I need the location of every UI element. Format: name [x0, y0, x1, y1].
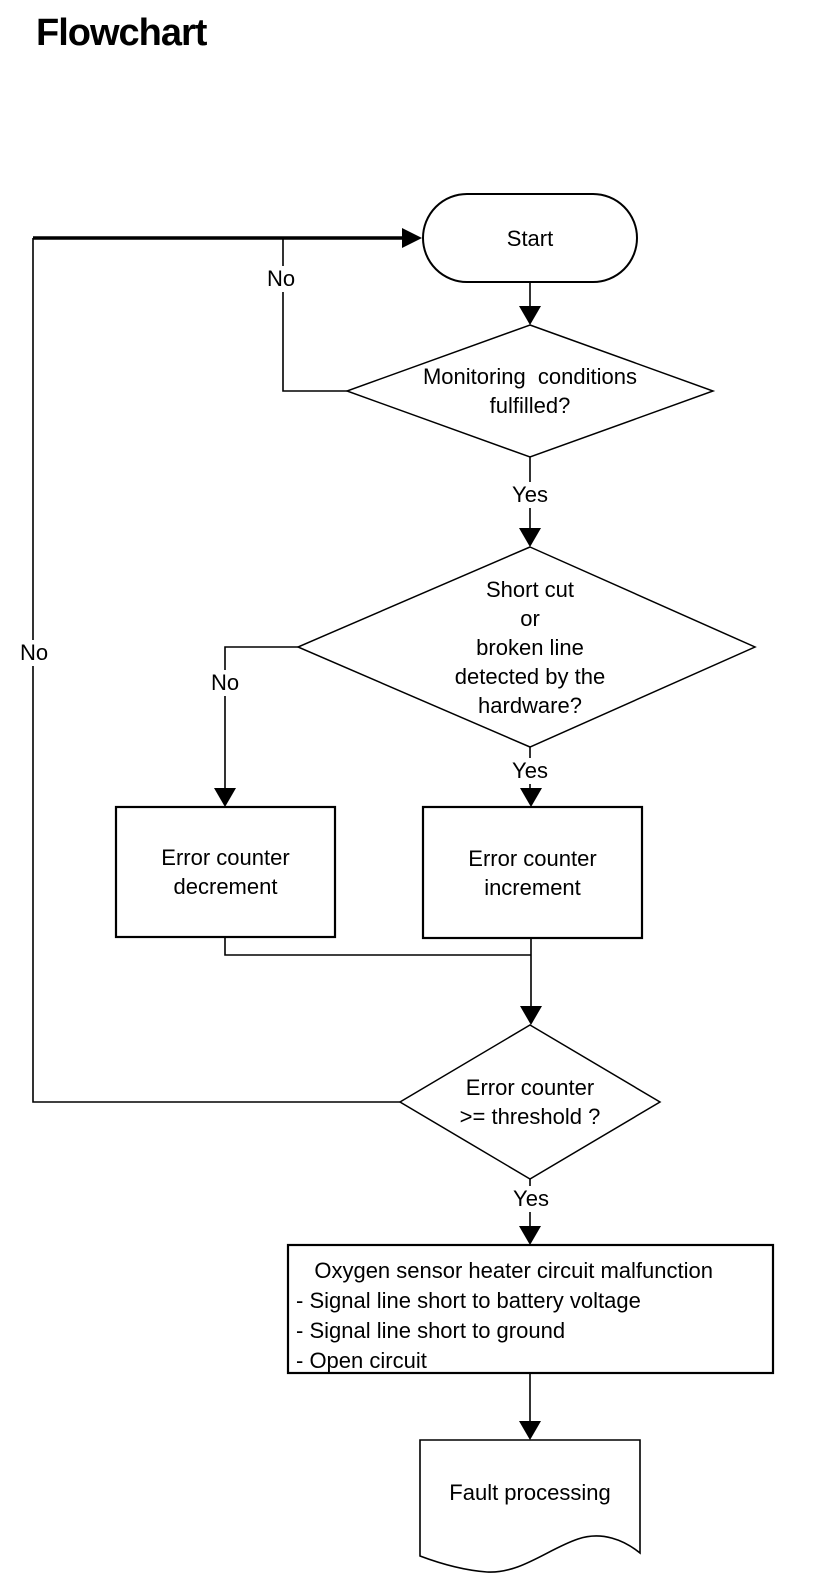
threshold-no-label: No	[15, 640, 53, 666]
page-title: Flowchart	[36, 12, 207, 54]
arrowhead-into-malfunction	[519, 1226, 541, 1245]
shortcut-yes-label: Yes	[508, 758, 552, 784]
threshold-node-label: Error counter >= threshold ?	[459, 1075, 601, 1129]
malfunction-process-shape	[286, 1243, 775, 1375]
shortcut-node-label: Short cut or broken line detected by the…	[454, 576, 606, 718]
shortcut-decision-shape	[296, 546, 757, 748]
decrement-process-shape	[114, 805, 337, 939]
arrowhead-into-shortcut	[519, 528, 541, 547]
arrowhead-into-fault	[519, 1421, 541, 1440]
start-terminator-shape	[422, 193, 638, 283]
shortcut-no-label: No	[206, 670, 244, 696]
edge-shortcut-no	[224, 646, 298, 794]
arrowhead-into-decrement	[214, 788, 236, 807]
arrowhead-into-start	[402, 228, 422, 248]
threshold-yes-label: Yes	[509, 1186, 553, 1212]
increment-process-shape	[421, 805, 644, 940]
edge-threshold-no-loop	[32, 238, 400, 1103]
edge-merge-to-threshold	[224, 937, 532, 1012]
monitoring-decision-shape	[344, 324, 716, 458]
fault-node-label: Fault processing	[449, 1480, 611, 1505]
monitoring-node-label: Monitoring conditions fulfilled?	[422, 364, 637, 418]
start-node-label: Start	[506, 225, 554, 251]
arrowhead-into-threshold	[520, 1006, 542, 1025]
monitoring-yes-label: Yes	[508, 482, 552, 508]
fault-document-shape	[419, 1439, 641, 1573]
decrement-node-label: Error counter decrement	[161, 845, 290, 899]
monitoring-no-label: No	[262, 266, 300, 292]
malfunction-node-label: Oxygen sensor heater circuit malfunction…	[296, 1258, 713, 1373]
edge-monitoring-no-loop	[282, 238, 347, 392]
arrowhead-into-increment	[520, 788, 542, 807]
increment-node-label: Error counter increment	[468, 845, 597, 900]
threshold-decision-shape	[398, 1024, 662, 1180]
arrowhead-into-monitoring	[519, 306, 541, 325]
